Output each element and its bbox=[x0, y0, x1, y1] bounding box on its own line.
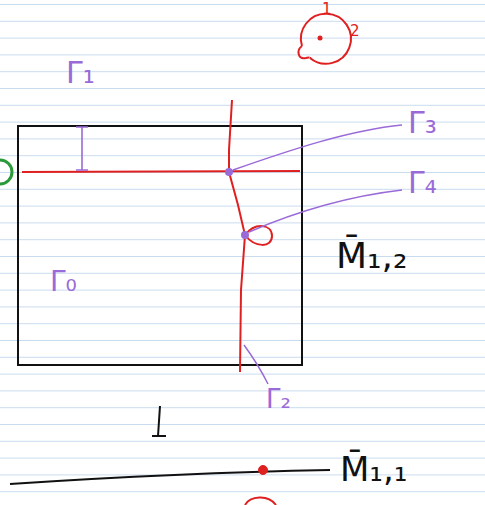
doodle-circle bbox=[301, 14, 351, 64]
marking-number: 2 bbox=[350, 24, 360, 39]
node-loop bbox=[245, 226, 272, 245]
doodle-dot bbox=[318, 36, 323, 41]
map-arrow bbox=[152, 406, 166, 436]
divisor-label: Γ₃ bbox=[408, 108, 437, 138]
boundary-line bbox=[22, 171, 300, 172]
divisor-label: Γ₀ bbox=[50, 268, 77, 296]
bracket bbox=[76, 127, 88, 170]
marked-point bbox=[259, 466, 268, 475]
space-label: M̄₁,₂ bbox=[336, 238, 407, 274]
leader-line bbox=[249, 190, 402, 232]
leader-line bbox=[233, 125, 402, 170]
point-gamma4 bbox=[241, 231, 249, 239]
green-mark bbox=[0, 160, 12, 184]
marking-number: 1 bbox=[322, 2, 332, 17]
moduli-square bbox=[18, 126, 302, 365]
divisor-label: Γ₁ bbox=[66, 58, 95, 88]
moduli-line bbox=[10, 470, 330, 484]
divisor-label: Γ₄ bbox=[408, 168, 437, 198]
doodle-mouth bbox=[299, 46, 311, 58]
divisor-label: Γ₂ bbox=[266, 386, 291, 412]
space-label: M̄₁,₁ bbox=[340, 452, 407, 486]
point-gamma3 bbox=[225, 168, 233, 176]
red-mark bbox=[245, 497, 276, 505]
leader-line bbox=[244, 345, 268, 384]
